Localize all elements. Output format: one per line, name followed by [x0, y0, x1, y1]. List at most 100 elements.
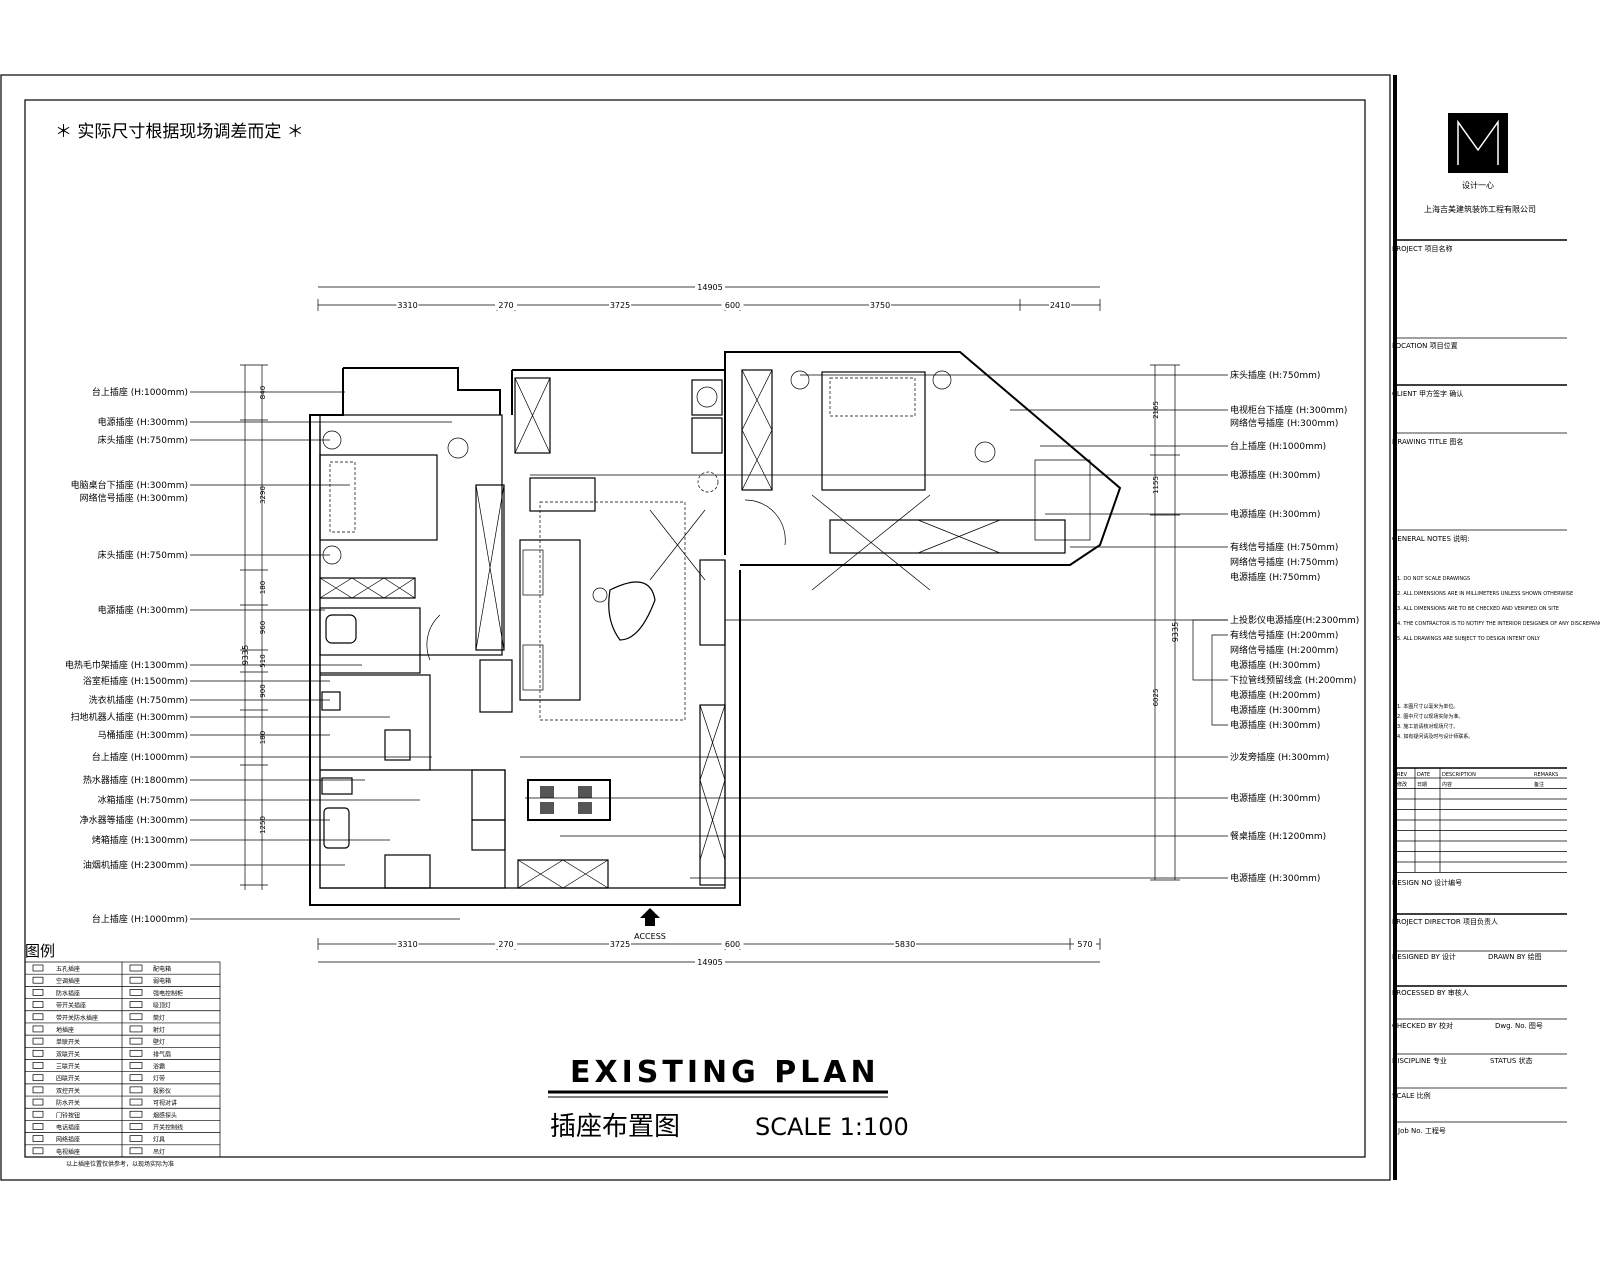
cabinet-cross — [917, 519, 1001, 554]
chair — [578, 786, 592, 798]
dim-bg — [495, 299, 517, 310]
dim-left-value: 180 — [259, 731, 267, 744]
callout-right-label: 有线信号插座 (H:200mm) — [1230, 629, 1338, 641]
general-note-cn: 1. 本图尺寸以毫米为单位。 — [1397, 703, 1458, 710]
stove — [384, 854, 431, 889]
callout-right-label: 沙发旁插座 (H:300mm) — [1230, 751, 1329, 763]
light-cross — [811, 494, 931, 591]
socket-symbol-icon — [32, 1013, 44, 1021]
dim-left-total: 9335 — [241, 645, 250, 665]
dim-right-total: 9335 — [1171, 622, 1180, 642]
rev-header: REMARKS — [1534, 772, 1558, 778]
bed-right — [821, 371, 926, 491]
sofa — [519, 539, 581, 701]
socket-symbol-icon — [32, 1049, 44, 1057]
fixture-symbol-icon — [129, 1147, 143, 1155]
callout-right-label: 网络信号插座 (H:750mm) — [1230, 556, 1338, 568]
legend-label: 射灯 — [153, 1026, 165, 1034]
dim-bg — [721, 299, 744, 310]
callout-left-label: 台上插座 (H:1000mm) — [92, 913, 188, 925]
laundry — [319, 674, 431, 771]
fixture-symbol-icon — [129, 989, 143, 996]
dwg-no-label: Dwg. No. 图号 — [1495, 1022, 1543, 1030]
legend-label: 配电箱 — [153, 965, 171, 973]
callout-right-label: 有线信号插座 (H:750mm) — [1230, 541, 1338, 553]
designed-by-label: DESIGNED BY 设计 — [1392, 952, 1456, 961]
socket-symbol-icon — [32, 1135, 44, 1142]
pillow — [329, 461, 356, 533]
callout-left-label: 热水器插座 (H:1800mm) — [83, 774, 188, 786]
fixture-symbol-icon — [129, 1049, 143, 1057]
dim-bg — [609, 938, 631, 949]
legend-label: 三联开关 — [56, 1063, 80, 1071]
dim-top-value: 3310 — [397, 301, 417, 310]
callout-right-label: 床头插座 (H:750mm) — [1230, 369, 1320, 381]
rev-cell: 备注 — [1534, 781, 1544, 788]
dim-top-value: 3725 — [610, 301, 630, 310]
legend-label: 可视对讲 — [153, 1099, 177, 1107]
callout-left-label: 台上插座 (H:1000mm) — [92, 751, 188, 763]
wardrobe-cross — [741, 369, 773, 491]
cabinet — [319, 577, 416, 599]
legend-label: 浴霸 — [153, 1063, 165, 1071]
bed-left — [319, 454, 438, 541]
washer-drum — [696, 386, 718, 408]
rev-cell: 日期 — [1417, 782, 1427, 788]
dim-bottom-value: 3725 — [610, 940, 630, 949]
socket-symbol-icon — [32, 1086, 44, 1094]
floor-plan: ACCESS — [309, 351, 1122, 941]
brand-name: 设计一心 — [1462, 180, 1494, 190]
callout-bracket — [1211, 634, 1228, 726]
callout-bracket — [1192, 619, 1228, 681]
desk — [529, 477, 596, 512]
dim-left-value: 3290 — [259, 486, 267, 504]
cabinet-cross — [517, 859, 609, 889]
dim-left-value: 900 — [259, 684, 267, 697]
callout-right-label: 上投影仪电源插座(H:2300mm) — [1230, 614, 1359, 626]
kitchen — [319, 769, 506, 889]
status-label: STATUS 状态 — [1490, 1056, 1533, 1065]
rev-header: REV — [1397, 772, 1408, 778]
callout-right-label: 下拉管线预留线盒 (H:200mm) — [1230, 674, 1356, 686]
wardrobe — [514, 377, 551, 454]
legend-label: 灯具 — [153, 1136, 165, 1144]
legend-title: 图例 — [25, 942, 55, 960]
drawing-scale: SCALE 1:100 — [755, 1113, 909, 1141]
callout-right-label: 台上插座 (H:1000mm) — [1230, 440, 1326, 452]
dim-bg — [609, 299, 631, 310]
rev-header: DATE — [1417, 772, 1430, 778]
socket-symbol-icon — [32, 1123, 44, 1130]
callout-right-label: 电源插座 (H:200mm) — [1230, 689, 1320, 701]
legend-label: 空调插座 — [56, 977, 80, 985]
dim-left-value: 1250 — [259, 816, 267, 834]
scale-label: SCALE 比例 — [1392, 1091, 1431, 1100]
fridge — [471, 769, 506, 821]
location-label: LOCATION 项目位置 — [1392, 341, 1458, 350]
dim-bottom-value: 270 — [498, 940, 513, 949]
callout-left-label: 油烟机插座 (H:2300mm) — [83, 859, 188, 871]
plant — [697, 471, 719, 493]
callout-left-label: 电源插座 (H:300mm) — [98, 416, 188, 428]
access-label: ACCESS — [634, 932, 666, 941]
socket-symbol-icon — [32, 1147, 44, 1155]
general-notes-label: GENERAL NOTES 说明: — [1392, 534, 1469, 543]
storage-cabinet — [699, 704, 726, 886]
fixture-symbol-icon — [129, 1098, 143, 1106]
project-director-label: PROJECT DIRECTOR 项目负责人 — [1392, 917, 1498, 926]
toilet — [384, 729, 411, 761]
cooktop — [321, 777, 353, 795]
general-note-cn: 3. 施工前请核对现场尺寸。 — [1397, 723, 1458, 730]
socket-symbol-icon — [32, 1074, 44, 1082]
fixture-symbol-icon — [129, 1123, 143, 1130]
callout-right-label: 电源插座 (H:300mm) — [1230, 508, 1320, 520]
chair — [540, 802, 554, 814]
legend-label: 强电控制柜 — [153, 989, 183, 997]
dim-bg — [396, 938, 419, 949]
job-no-label: Job No. 工程号 — [1397, 1126, 1446, 1135]
dim-right-value: 6025 — [1152, 689, 1160, 707]
bedroom-left — [319, 414, 503, 656]
logo-mark-icon — [1457, 119, 1499, 165]
tv-console — [829, 519, 1066, 554]
callout-right-label: 电视柜台下插座 (H:300mm) — [1230, 404, 1347, 416]
callouts-left: 台上插座 (H:1000mm)电源插座 (H:300mm)床头插座 (H:750… — [65, 386, 460, 925]
